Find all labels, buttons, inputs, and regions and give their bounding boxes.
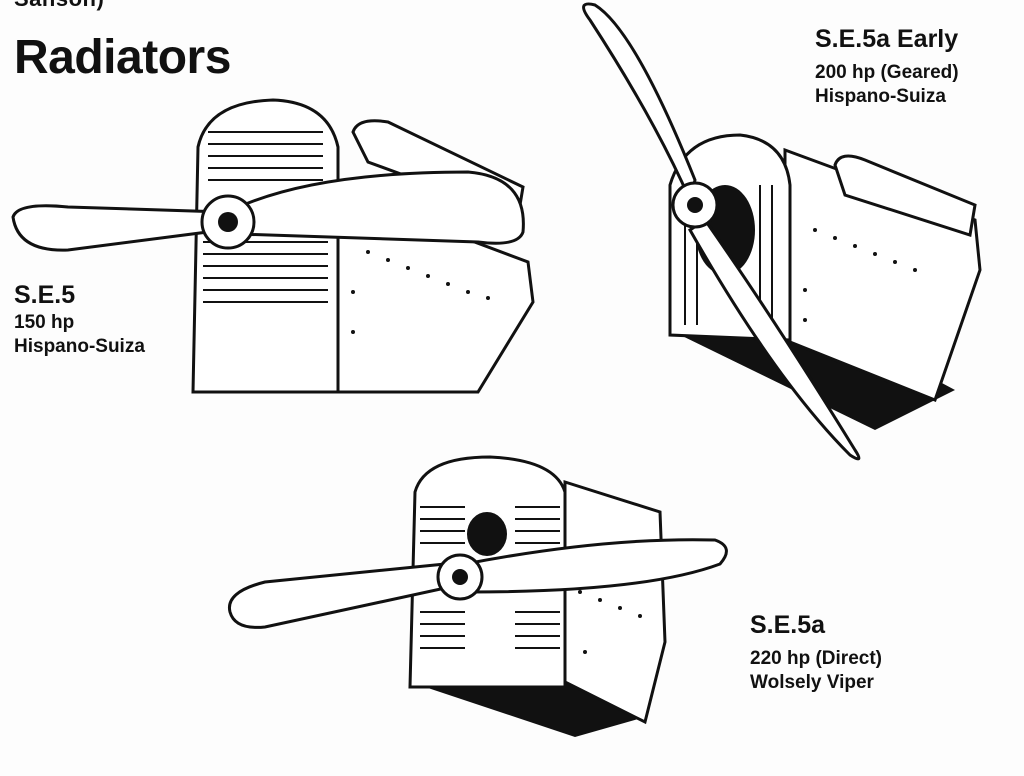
variant-name: S.E.5a Early (815, 25, 959, 53)
radiator-se5-drawing (8, 92, 538, 402)
page-heading: Radiators (14, 31, 231, 84)
variant-power: 150 hp (14, 312, 75, 334)
variant-engine: Hispano-Suiza (14, 336, 145, 357)
se5-label: S.E.5 150 hp Hispano-Suiza (14, 280, 145, 359)
variant-name: S.E.5a (750, 611, 826, 639)
variant-name: S.E.5 (14, 281, 76, 309)
variant-engine: Hispano-Suiza (815, 86, 946, 107)
variant-power: 220 hp (Direct) (750, 648, 882, 670)
se5a-early-label: S.E.5a Early 200 hp (Geared) Hispano-Sui… (815, 24, 959, 109)
variant-power: 200 hp (Geared) (815, 62, 959, 84)
radiator-se5a-viper-drawing (225, 452, 735, 747)
variant-engine: Wolsely Viper (750, 672, 874, 693)
top-caption: Sanson) (14, 0, 104, 12)
se5a-viper-label: S.E.5a 220 hp (Direct) Wolsely Viper (750, 610, 882, 695)
radiator-se5a-early-drawing (575, 0, 985, 465)
